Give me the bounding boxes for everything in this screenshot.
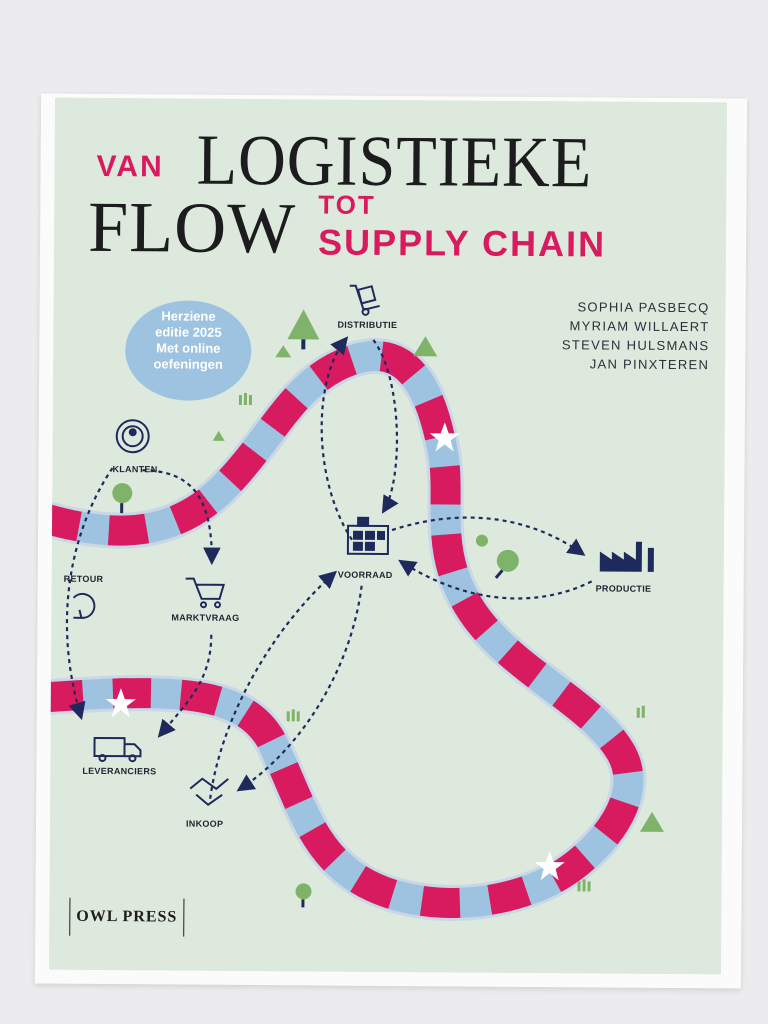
tree-icon (287, 309, 320, 340)
handshake-icon (189, 777, 229, 807)
badge-line: Met online (156, 340, 221, 356)
star-icon (534, 851, 565, 881)
badge-line: oefeningen (153, 356, 223, 372)
author-name: MYRIAM WILLAERT (569, 318, 710, 335)
people-icons (238, 392, 645, 892)
tree-icon (475, 534, 488, 547)
cover-illustration (48, 284, 664, 921)
node-icons (72, 284, 654, 807)
star-icon (429, 422, 460, 452)
title-tot: TOT (318, 189, 376, 220)
tree-icon (496, 549, 519, 572)
badge-line: editie 2025 (155, 324, 222, 340)
customer-target-icon (115, 419, 150, 454)
author-name: SOPHIA PASBECQ (577, 299, 710, 316)
title-supply-chain: SUPPLY CHAIN (317, 221, 607, 265)
label-marktvraag: MARKTVRAAG (171, 612, 240, 623)
edition-badge: Herziene editie 2025 Met online oefening… (124, 300, 252, 402)
title-flow: FLOW (87, 186, 297, 269)
hand-truck-icon (349, 284, 380, 316)
flow-arrows (65, 336, 593, 799)
winding-road (48, 338, 647, 921)
tree-icon (112, 483, 133, 504)
label-retour: RETOUR (63, 573, 104, 585)
title-van: VAN (96, 149, 164, 184)
author-name: STEVEN HULSMANS (561, 337, 710, 354)
warehouse-icon (346, 516, 390, 556)
label-klanten: KLANTEN (112, 464, 158, 475)
badge-line: Herziene (161, 308, 216, 324)
road-star-icons (105, 422, 565, 881)
tree-icon (639, 811, 664, 832)
author-name: JAN PINXTEREN (589, 356, 710, 373)
label-distributie: DISTRIBUTIE (337, 319, 398, 331)
label-inkoop: INKOOP (185, 818, 224, 829)
truck-icon (93, 736, 142, 763)
star-icon (105, 688, 136, 718)
book-cover: VAN LOGISTIEKE FLOW TOT SUPPLY CHAIN Her… (48, 97, 728, 975)
label-leveranciers: LEVERANCIERS (82, 765, 157, 777)
return-cycle-icon (72, 592, 96, 619)
tree-icons (112, 309, 664, 908)
tree-icon (413, 336, 438, 357)
label-productie: PRODUCTIE (595, 583, 652, 594)
shopping-cart-icon (185, 577, 225, 609)
publisher-logo: OWL PRESS (69, 897, 185, 937)
author-list: SOPHIA PASBECQ MYRIAM WILLAERT STEVEN HU… (541, 297, 710, 374)
tree-icon (295, 883, 312, 900)
label-voorraad: VOORRAAD (337, 569, 393, 581)
factory-icon (599, 541, 654, 572)
